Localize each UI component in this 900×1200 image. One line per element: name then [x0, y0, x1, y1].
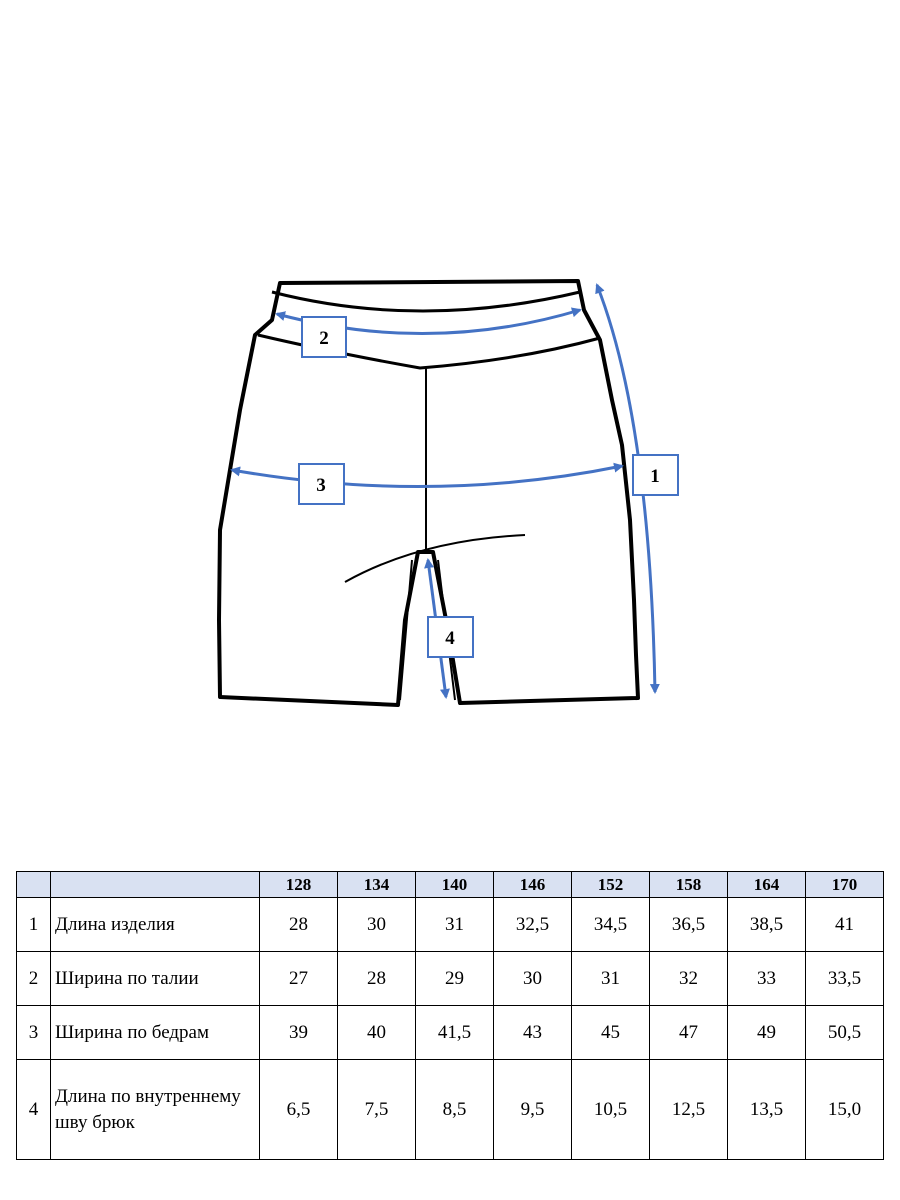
- measurement-value: 27: [259, 951, 338, 1006]
- callout-label: 4: [445, 628, 455, 649]
- header-row: 128 134 140 146 152 158 164 170: [16, 871, 884, 898]
- shorts-diagram: 1 2 3 4: [217, 279, 679, 707]
- callout-label: 1: [650, 466, 660, 487]
- row-number: 4: [16, 1059, 51, 1160]
- measurement-value: 50,5: [805, 1005, 884, 1060]
- measurement-value: 43: [493, 1005, 572, 1060]
- measurement-value: 47: [649, 1005, 728, 1060]
- header-cell: [50, 871, 260, 898]
- measurement-name: Ширина по талии: [50, 951, 260, 1006]
- measurement-value: 10,5: [571, 1059, 650, 1160]
- header-cell: [16, 871, 51, 898]
- measurement-value: 6,5: [259, 1059, 338, 1160]
- measurement-value: 30: [337, 897, 416, 952]
- measurement-value: 41,5: [415, 1005, 494, 1060]
- size-header: 128: [259, 871, 338, 898]
- measurement-value: 32,5: [493, 897, 572, 952]
- measurement-value: 28: [259, 897, 338, 952]
- size-header: 170: [805, 871, 884, 898]
- row-number: 1: [16, 897, 51, 952]
- size-header: 146: [493, 871, 572, 898]
- measurement-value: 38,5: [727, 897, 806, 952]
- size-header: 152: [571, 871, 650, 898]
- measurement-value: 41: [805, 897, 884, 952]
- row-number: 3: [16, 1005, 51, 1060]
- measurement-value: 9,5: [493, 1059, 572, 1160]
- measurement-value: 31: [415, 897, 494, 952]
- measurement-value: 36,5: [649, 897, 728, 952]
- measurement-value: 29: [415, 951, 494, 1006]
- size-header: 164: [727, 871, 806, 898]
- measurement-value: 40: [337, 1005, 416, 1060]
- size-header: 140: [415, 871, 494, 898]
- measurement-name: Длина изделия: [50, 897, 260, 952]
- measurement-name: Длина по внутреннему шву брюк: [50, 1059, 260, 1160]
- callout-label: 3: [316, 475, 326, 496]
- measurement-value: 49: [727, 1005, 806, 1060]
- callout-4: 4: [427, 616, 474, 658]
- measurement-value: 13,5: [727, 1059, 806, 1160]
- arrow-hips: [230, 462, 624, 489]
- callout-2: 2: [301, 316, 347, 358]
- measurement-value: 30: [493, 951, 572, 1006]
- measurement-value: 39: [259, 1005, 338, 1060]
- row-number: 2: [16, 951, 51, 1006]
- callout-3: 3: [298, 463, 345, 505]
- measurement-value: 8,5: [415, 1059, 494, 1160]
- measurement-value: 33: [727, 951, 806, 1006]
- measurement-value: 31: [571, 951, 650, 1006]
- measurement-value: 28: [337, 951, 416, 1006]
- measurement-value: 45: [571, 1005, 650, 1060]
- size-header: 134: [337, 871, 416, 898]
- measurement-value: 33,5: [805, 951, 884, 1006]
- size-header: 158: [649, 871, 728, 898]
- measurement-value: 12,5: [649, 1059, 728, 1160]
- measurement-value: 15,0: [805, 1059, 884, 1160]
- measurement-value: 32: [649, 951, 728, 1006]
- callout-1: 1: [632, 454, 679, 496]
- measurement-value: 34,5: [571, 897, 650, 952]
- callout-label: 2: [319, 328, 329, 349]
- measurement-name: Ширина по бедрам: [50, 1005, 260, 1060]
- measurement-value: 7,5: [337, 1059, 416, 1160]
